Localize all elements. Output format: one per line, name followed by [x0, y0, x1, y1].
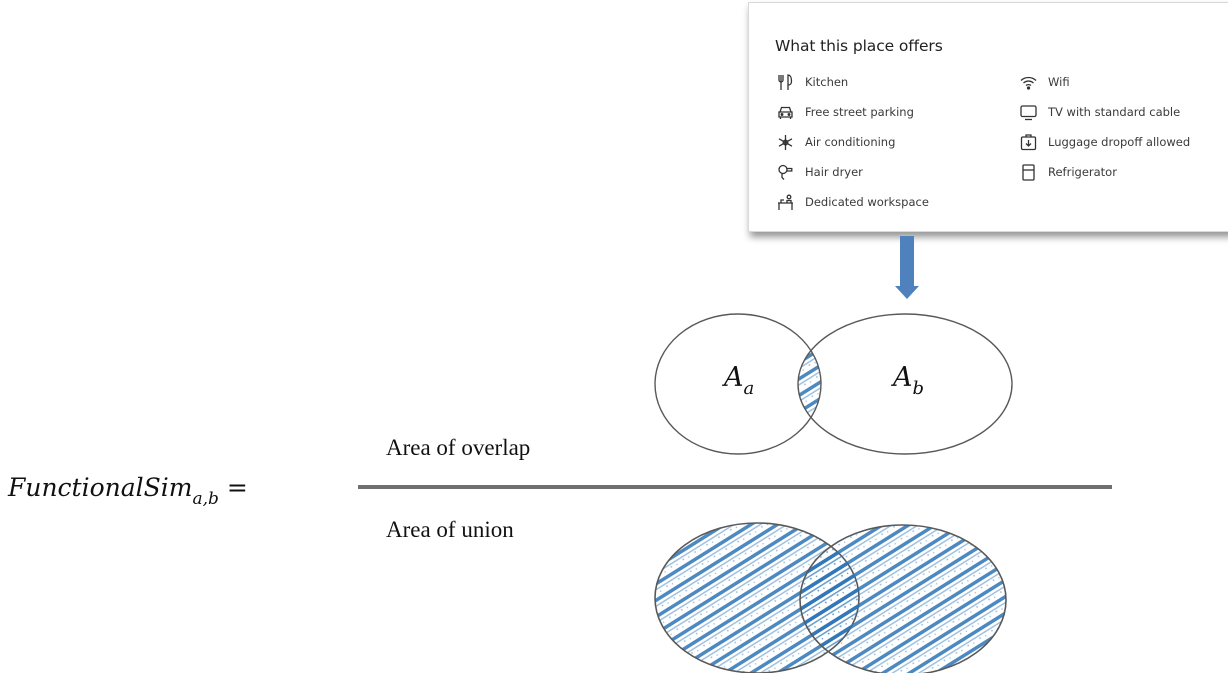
formula-lhs: FunctionalSima,b = [8, 473, 248, 509]
amenity-parking: Free street parking [777, 102, 914, 122]
denominator-label: Area of union [386, 517, 514, 542]
venn-union [654, 522, 1007, 673]
amenity-workspace: Dedicated workspace [777, 192, 929, 212]
kitchen-icon [777, 73, 794, 91]
car-icon [777, 104, 794, 121]
amenity-tv: TV with standard cable [1020, 102, 1180, 122]
amenity-luggage: Luggage dropoff allowed [1020, 132, 1190, 152]
set-b-label: Ab [893, 362, 925, 399]
amenity-label: Kitchen [805, 75, 849, 89]
venn-overlap [654, 313, 1013, 455]
hair-dryer-icon [777, 164, 794, 181]
amenity-label: Refrigerator [1048, 165, 1117, 179]
amenity-label: Free street parking [805, 105, 914, 119]
arrow-shaft [900, 236, 914, 286]
lhs-name: FunctionalSim [8, 473, 193, 502]
arrow-head [895, 286, 919, 299]
amenity-air-conditioning: Air conditioning [777, 132, 895, 152]
set-b-subscript: b [912, 378, 925, 399]
numerator-label: Area of overlap [386, 435, 531, 460]
amenity-label: Hair dryer [805, 165, 863, 179]
amenity-kitchen: Kitchen [777, 72, 848, 92]
amenity-label: Wifi [1048, 75, 1070, 89]
snowflake-icon [777, 134, 794, 151]
down-arrow [895, 236, 919, 299]
amenity-refrigerator: Refrigerator [1020, 162, 1117, 182]
luggage-icon [1020, 133, 1037, 151]
fraction-bar [358, 485, 1112, 489]
wifi-icon [1020, 74, 1037, 91]
equals-sign: = [226, 473, 248, 502]
tv-icon [1020, 104, 1037, 121]
card-title: What this place offers [775, 37, 943, 55]
amenity-hair-dryer: Hair dryer [777, 162, 863, 182]
union-circle-b [799, 524, 1007, 673]
amenity-label: Dedicated workspace [805, 195, 929, 209]
amenity-label: TV with standard cable [1048, 105, 1181, 119]
set-b-circle [797, 313, 1013, 455]
amenity-wifi: Wifi [1020, 72, 1070, 92]
amenities-card: What this place offers Kitchen Free stre… [748, 2, 1228, 232]
workspace-icon [777, 194, 794, 211]
amenity-label: Luggage dropoff allowed [1048, 135, 1191, 149]
set-a-subscript: a [743, 378, 755, 399]
lhs-subscript: a,b [192, 489, 219, 509]
set-a-circle [654, 313, 822, 455]
set-a-label: Aa [724, 362, 755, 399]
refrigerator-icon [1020, 163, 1037, 181]
amenity-label: Air conditioning [805, 135, 896, 149]
